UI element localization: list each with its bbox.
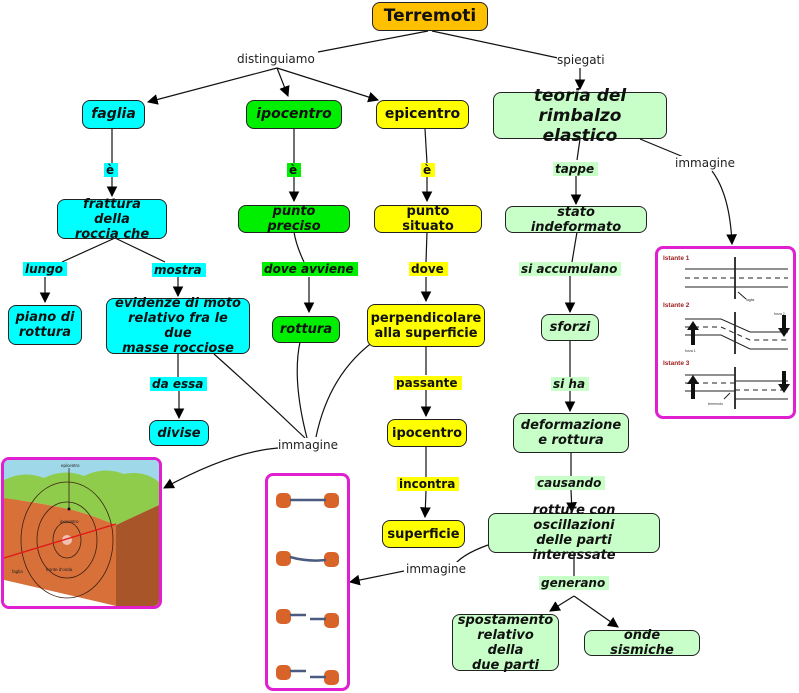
faglia-small-label: faglia xyxy=(746,298,754,302)
link-label-immagine-teoria: immagine xyxy=(675,156,736,170)
concept-rotture-oscillazioni[interactable]: rotture con oscillazioni delle parti int… xyxy=(488,503,660,563)
arrow-faglia xyxy=(146,67,278,105)
concept-evidenze[interactable]: evidenze di moto relativo fra le due mas… xyxy=(106,296,250,356)
concept-teoria-rimbalzo[interactable]: teoria del rimbalzo elastico xyxy=(493,86,667,146)
concept-epicentro[interactable]: epicentro xyxy=(376,100,469,129)
concept-perpendicolare[interactable]: perpendicolare alla superficie xyxy=(367,304,485,347)
link-label-e: è xyxy=(287,163,302,177)
link-label-si-ha: si ha xyxy=(551,377,590,391)
link-label-dove-avviene: dove avviene xyxy=(262,262,358,276)
link-root-spiegati xyxy=(431,30,559,59)
concept-piano-di-rottura[interactable]: piano di rottura xyxy=(8,305,82,345)
link-label-da-essa: da essa xyxy=(150,377,208,391)
epicentro-small-label: epicentro xyxy=(61,463,80,468)
link-label-e: è xyxy=(104,163,119,177)
concept-ipocentro-2[interactable]: ipocentro xyxy=(387,419,467,447)
concept-onde-sismiche[interactable]: onde sismiche xyxy=(584,628,700,658)
link-label-immagine-bottom: immagine xyxy=(406,562,467,576)
link-label-dove: dove xyxy=(409,262,448,276)
faglia-small-label: faglia xyxy=(12,569,23,574)
concept-punto-situato[interactable]: punto situato xyxy=(374,204,482,234)
root-concept-terremoti[interactable]: Terremoti xyxy=(372,2,488,31)
arrow-ipocentro xyxy=(276,67,290,98)
link-label-distinguiamo: distinguiamo xyxy=(237,52,315,66)
concept-divise[interactable]: divise xyxy=(149,420,209,446)
link-label-generano: generano xyxy=(539,576,610,590)
link-label-si-accumulano: si accumulano xyxy=(519,262,622,276)
concept-ipocentro[interactable]: ipocentro xyxy=(246,100,342,129)
concept-punto-preciso[interactable]: punto preciso xyxy=(238,204,350,234)
concept-deformazione[interactable]: deformazione e rottura xyxy=(513,413,629,453)
image-elastico-sequenza[interactable] xyxy=(265,473,350,691)
istante-2-label: Istante 2 xyxy=(663,302,690,309)
link-label-spiegati: spiegati xyxy=(557,53,605,67)
forza-1-label: forza 1 xyxy=(685,349,696,353)
link-label-tappe: tappe xyxy=(553,162,599,176)
istante-1-label: Istante 1 xyxy=(663,255,690,262)
forza-2-label: forza 2 xyxy=(774,312,785,316)
istante-3-label: Istante 3 xyxy=(663,360,690,367)
concept-faglia[interactable]: faglia xyxy=(82,100,145,129)
link-label-causando: causando xyxy=(535,476,606,490)
earthquake-block-illustration: epicentro ipocentro fronte d'onda faglia xyxy=(4,460,159,606)
concept-superficie[interactable]: superficie xyxy=(382,520,465,548)
concept-stato-indeformato[interactable]: stato indeformato xyxy=(505,205,647,235)
link-label-immagine-center: immagine xyxy=(278,438,339,452)
ipocentro-small-label: ipocentro xyxy=(60,519,79,524)
link-root-distinguiamo xyxy=(317,30,429,53)
link-label-incontra: incontra xyxy=(397,477,460,491)
link-label-e: è xyxy=(421,163,436,177)
concept-sforzi[interactable]: sforzi xyxy=(541,314,599,341)
concept-frattura[interactable]: frattura della roccia che xyxy=(57,197,167,242)
fronte-onda-label: fronte d'onda xyxy=(46,567,73,572)
link-label-lungo: lungo xyxy=(23,262,68,276)
link-label-passante: passante xyxy=(394,376,462,390)
image-rimbalzo-elastico[interactable]: Istante 1 Istante 2 Istante 3 xyxy=(655,246,796,419)
link-label-mostra: mostra xyxy=(152,263,206,277)
image-blocco-terremoto[interactable]: epicentro ipocentro fronte d'onda faglia xyxy=(1,457,162,609)
concept-rottura[interactable]: rottura xyxy=(272,316,340,343)
terremoto-label: terremoto xyxy=(708,402,723,406)
rebound-diagram-illustration: Istante 1 Istante 2 Istante 3 xyxy=(663,255,790,409)
arrow-epicentro xyxy=(276,67,380,103)
rubber-band-illustration xyxy=(276,493,339,685)
concept-spostamento[interactable]: spostamento relativo della due parti xyxy=(452,613,559,673)
